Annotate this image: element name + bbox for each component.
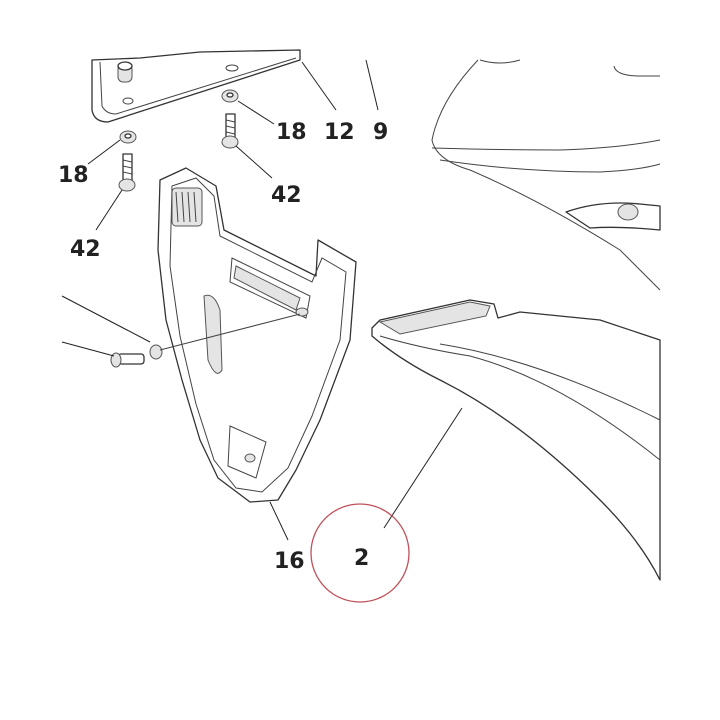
washer-18-right [221,89,239,103]
callout-18-right: 18 [276,120,307,145]
pin-bolt [110,313,301,368]
bolt-42-right [221,113,239,149]
washer-18-left [119,130,137,144]
bolt-42-left [118,153,136,192]
highlight-circle [310,503,410,603]
callout-16: 16 [274,549,305,574]
callout-12: 12 [324,120,355,145]
callout-9: 9 [373,120,388,145]
leader-lines [61,59,463,541]
side-bracket-16 [157,167,357,503]
callout-42-left: 42 [70,237,101,262]
callout-42-right: 42 [271,183,302,208]
top-bracket-plate [91,49,301,123]
callout-18-left: 18 [58,163,89,188]
long-cover-2 [371,299,661,581]
callout-2: 2 [354,546,369,571]
machine-body [431,59,661,291]
